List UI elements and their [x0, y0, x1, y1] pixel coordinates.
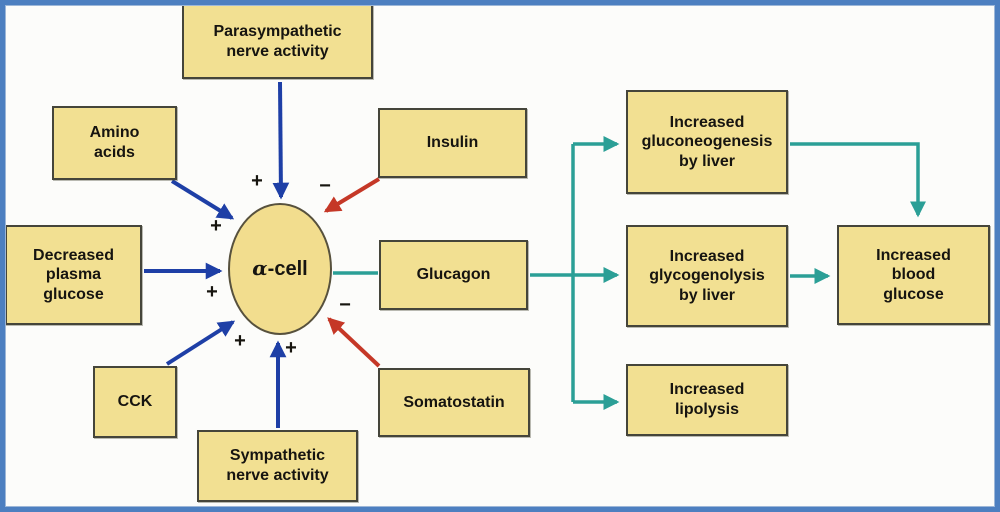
arrow-amino-acids-to-cell — [170, 179, 235, 220]
node-increased-lipolysis: Increased lipolysis — [626, 364, 788, 436]
arrow-insulin-to-cell — [323, 177, 381, 213]
node-parasympathetic-label: Parasympathetic nerve activity — [213, 22, 342, 60]
node-insulin-label: Insulin — [426, 134, 479, 152]
node-increased-gluconeogenesis-label: Increased gluconeogenesis by liver — [641, 113, 773, 170]
node-increased-lipolysis-label: Increased lipolysis — [669, 381, 745, 418]
node-amino-acids: Amino acids — [52, 106, 177, 180]
alpha-cell-suffix: -cell — [267, 258, 308, 281]
node-alpha-cell: α-cell — [228, 203, 332, 335]
node-cck-label: CCK — [117, 393, 153, 411]
node-somatostatin-label: Somatostatin — [403, 393, 505, 411]
node-increased-glycogenolysis-label: Increased glycogenolysis by liver — [649, 247, 765, 304]
plus-sign-amino-acids: + — [210, 215, 222, 237]
node-increased-blood-glucose-label: Increased blood glucose — [876, 246, 951, 303]
node-decreased-plasma-glucose-label: Decreased plasma glucose — [33, 246, 114, 303]
node-insulin: Insulin — [378, 108, 527, 178]
minus-sign-somatostatin: − — [339, 294, 351, 316]
node-alpha-cell-label: α-cell — [248, 254, 311, 283]
arrow-parasympathetic-to-cell — [272, 81, 290, 200]
node-glucagon-label: Glucagon — [416, 266, 491, 284]
node-increased-blood-glucose: Increased blood glucose — [837, 225, 990, 325]
plus-sign-parasympathetic: + — [251, 170, 263, 192]
node-somatostatin: Somatostatin — [378, 368, 530, 437]
node-glucagon: Glucagon — [379, 240, 528, 310]
node-cck: CCK — [93, 366, 177, 438]
node-sympathetic: Sympathetic nerve activity — [197, 430, 358, 502]
node-amino-acids-label: Amino acids — [89, 124, 140, 161]
alpha-glyph: α — [252, 256, 268, 281]
arrow-cck-to-cell — [165, 320, 236, 366]
plus-sign-sympathetic: + — [285, 337, 297, 359]
minus-sign-insulin: − — [319, 175, 331, 197]
plus-sign-decreased-plasma-glucose: + — [206, 281, 218, 303]
arrow-gluconeogenesis-to-blood-glucose — [790, 142, 927, 218]
plus-sign-cck: + — [234, 330, 246, 352]
node-parasympathetic: Parasympathetic nerve activity — [182, 4, 373, 79]
arrow-somatostatin-to-cell — [327, 317, 381, 368]
node-increased-gluconeogenesis: Increased gluconeogenesis by liver — [626, 90, 788, 194]
node-decreased-plasma-glucose: Decreased plasma glucose — [5, 225, 142, 325]
node-increased-glycogenolysis: Increased glycogenolysis by liver — [626, 225, 788, 327]
node-sympathetic-label: Sympathetic nerve activity — [226, 447, 329, 484]
